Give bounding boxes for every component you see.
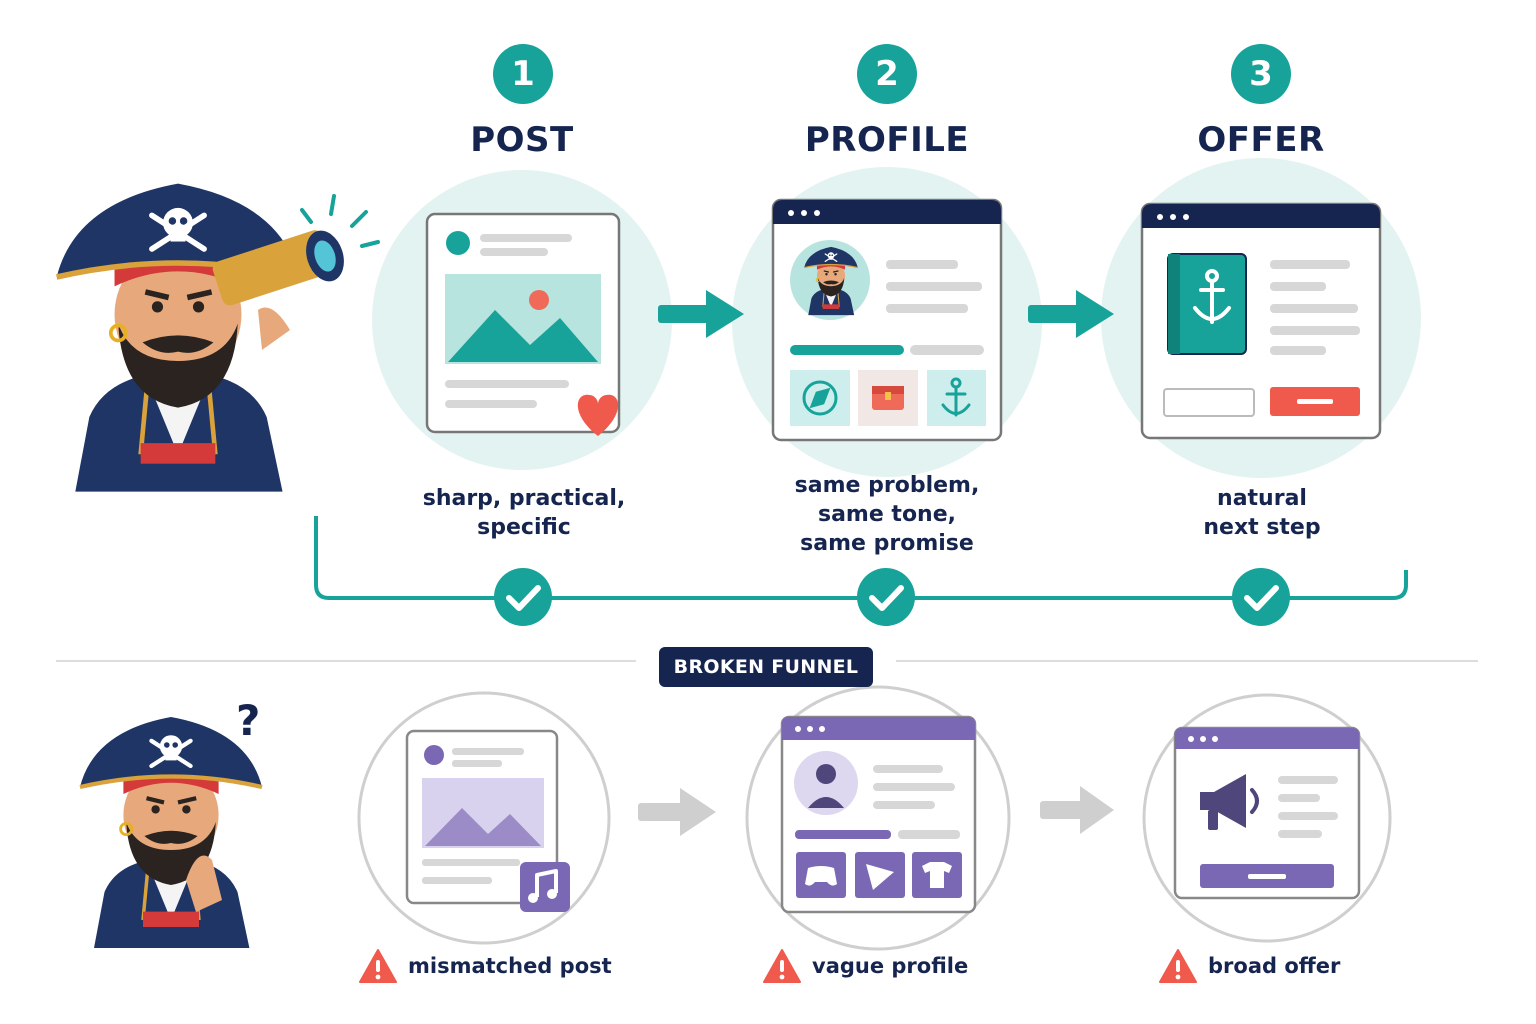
broken-funnel-badge: BROKEN FUNNEL: [659, 647, 873, 687]
step-title-profile: PROFILE: [804, 120, 970, 160]
question-mark-icon: ?: [236, 696, 261, 745]
anchor-icon: [941, 377, 971, 417]
caption-profile-line: same tone,: [817, 502, 956, 527]
caption-offer-line: next step: [1203, 515, 1321, 540]
arrow-gray-2-icon: [1040, 786, 1114, 834]
caption-post: sharp, practical, specific: [394, 484, 654, 542]
warning-vague-profile: vague profile: [762, 948, 968, 984]
vague-profile-card: [780, 715, 977, 914]
caption-post-line: specific: [477, 515, 571, 540]
warning-icon: [763, 949, 801, 983]
spyglass-sparkle-icon: [300, 194, 380, 248]
offer-secondary-button: [1163, 388, 1255, 417]
step-title-post: POST: [470, 120, 574, 160]
warning-icon: [359, 949, 397, 983]
treasure-chest-icon: [872, 386, 904, 410]
pirate-hand-chin: [186, 855, 222, 912]
megaphone-icon: [1200, 774, 1259, 830]
offer-card: [1140, 202, 1382, 440]
step-number-offer: 3: [1231, 44, 1291, 104]
mismatched-post-card: [405, 729, 570, 912]
warning-label: vague profile: [812, 954, 969, 978]
broad-offer-card: [1173, 726, 1361, 900]
arrow-profile-to-offer-icon: [1028, 290, 1114, 338]
pirate-confused-illustration: [80, 717, 262, 948]
caption-post-line: sharp, practical,: [422, 486, 626, 511]
warning-mismatched-post: mismatched post: [358, 948, 612, 984]
music-note-icon: [520, 862, 570, 912]
warning-broad-offer: broad offer: [1158, 948, 1340, 984]
check-icon-offer: [1232, 568, 1290, 626]
caption-profile-line: same promise: [800, 531, 974, 556]
step-title-offer: OFFER: [1197, 120, 1325, 160]
check-icon-profile: [857, 568, 915, 626]
arrow-gray-1-icon: [638, 788, 716, 836]
caption-profile-line: same problem,: [794, 473, 980, 498]
warning-icon: [1159, 949, 1197, 983]
heart-icon: [577, 394, 619, 436]
guide-book-icon: [1167, 253, 1247, 355]
profile-card: [771, 198, 1003, 442]
step-number-profile: 2: [857, 44, 917, 104]
caption-offer-line: natural: [1217, 486, 1307, 511]
warning-label: mismatched post: [408, 954, 612, 978]
caption-profile: same problem, same tone, same promise: [757, 471, 1017, 558]
spyglass-icon: [212, 230, 344, 350]
compass-icon: [802, 380, 838, 416]
caption-offer: natural next step: [1132, 484, 1392, 542]
check-icon-post: [494, 568, 552, 626]
warning-label: broad offer: [1208, 954, 1341, 978]
step-number-post: 1: [493, 44, 553, 104]
post-card: [425, 212, 621, 436]
arrow-post-to-profile-icon: [658, 290, 744, 338]
